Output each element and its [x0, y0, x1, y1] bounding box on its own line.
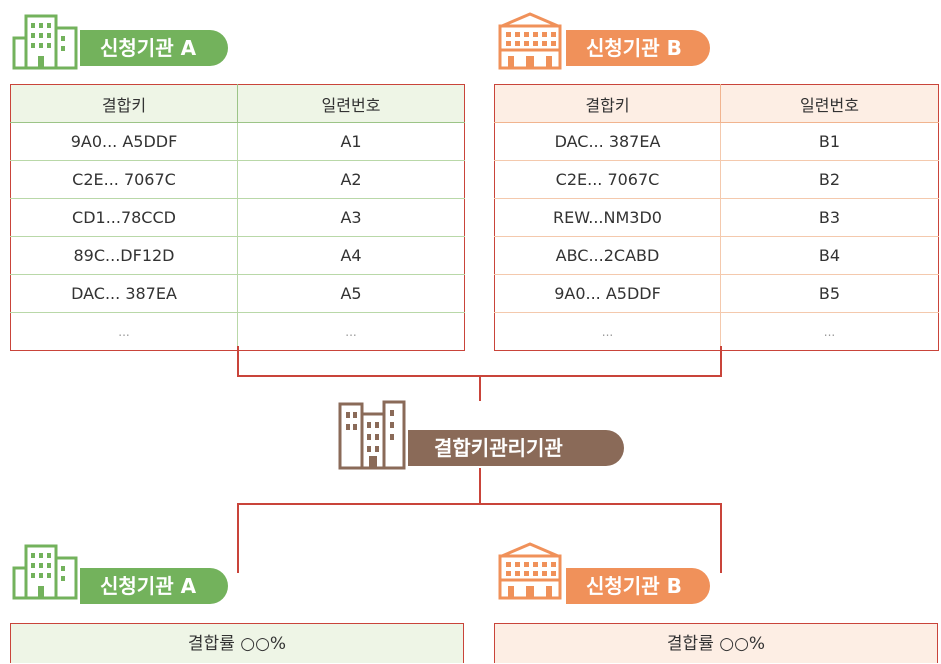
- connector-line: [479, 375, 481, 401]
- serial-cell: A1: [237, 122, 465, 161]
- serial-cell: B4: [720, 236, 939, 275]
- table-row: ......: [11, 312, 465, 351]
- building-icon: [12, 14, 78, 70]
- serial-cell: B2: [720, 160, 939, 199]
- table-row: ......: [495, 312, 939, 351]
- connector-line: [479, 468, 481, 504]
- agency-a-badge: 신청기관 A: [80, 30, 228, 66]
- building-icon: [498, 12, 562, 70]
- manager-label: 결합키관리기관: [434, 436, 563, 460]
- serial-cell: ...: [720, 312, 939, 351]
- serial-cell: A4: [237, 236, 465, 275]
- serial-cell: B3: [720, 198, 939, 237]
- key-cell: REW...NM3D0: [494, 198, 721, 237]
- key-cell: DAC... 387EA: [494, 122, 721, 161]
- rate-label: 결합률 ○○%: [666, 634, 766, 654]
- col-header-serial: 일련번호: [237, 84, 465, 123]
- agency-b-label: 신청기관 B: [586, 36, 682, 60]
- agency-b-rate-box: 결합률 ○○%: [494, 623, 938, 663]
- building-icon: [498, 542, 562, 600]
- serial-cell: A5: [237, 274, 465, 313]
- key-cell: 9A0... A5DDF: [494, 274, 721, 313]
- col-header-key: 결합키: [494, 84, 721, 123]
- connector-line: [720, 346, 722, 376]
- key-cell: CD1...78CCD: [10, 198, 238, 237]
- serial-cell: B5: [720, 274, 939, 313]
- serial-cell: B1: [720, 122, 939, 161]
- agency-b-badge: 신청기관 B: [566, 568, 710, 604]
- key-cell: DAC... 387EA: [10, 274, 238, 313]
- key-cell: ...: [601, 324, 614, 339]
- serial-cell: A2: [237, 160, 465, 199]
- agency-a-label: 신청기관 A: [100, 574, 197, 598]
- col-header-key: 결합키: [10, 84, 238, 123]
- connector-line: [237, 503, 239, 573]
- building-icon: [12, 544, 78, 600]
- agency-a-badge: 신청기관 A: [80, 568, 228, 604]
- connector-line: [237, 503, 722, 505]
- agency-b-badge: 신청기관 B: [566, 30, 710, 66]
- connector-line: [237, 346, 239, 376]
- serial-cell: A3: [237, 198, 465, 237]
- key-cell: C2E... 7067C: [494, 160, 721, 199]
- serial-cell: ...: [237, 312, 465, 351]
- rate-label: 결합률 ○○%: [187, 634, 287, 654]
- key-cell: ABC...2CABD: [494, 236, 721, 275]
- agency-b-label: 신청기관 B: [586, 574, 682, 598]
- col-header-serial: 일련번호: [720, 84, 939, 123]
- connector-line: [720, 503, 722, 573]
- key-cell: ...: [118, 324, 130, 339]
- building-icon: [338, 400, 406, 470]
- agency-a-label: 신청기관 A: [100, 36, 197, 60]
- key-cell: C2E... 7067C: [10, 160, 238, 199]
- key-cell: 9A0... A5DDF: [10, 122, 238, 161]
- manager-badge: 결합키관리기관: [408, 430, 624, 466]
- agency-a-rate-box: 결합률 ○○%: [10, 623, 464, 663]
- key-cell: 89C...DF12D: [10, 236, 238, 275]
